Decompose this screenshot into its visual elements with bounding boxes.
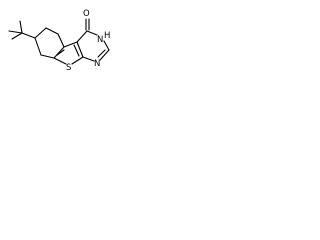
bond-c8a-c4a-inner — [56, 49, 65, 56]
bond-c7-c6 — [34, 27, 47, 39]
bond-c6-c5 — [45, 27, 59, 35]
nh-nitrogen-label: N — [97, 35, 103, 45]
bond-c3a-c9a-outer — [76, 41, 84, 58]
bond-c8a-c8 — [40, 54, 55, 59]
bond-c2-n1-inner — [97, 49, 106, 58]
bond-n1-c9a — [82, 56, 95, 62]
bond-c8-c7 — [34, 37, 42, 56]
molecule-structure-diagram: O N H N S — [8, 9, 110, 73]
bond-n3-c2 — [103, 40, 110, 51]
bond-tbutyl-methyl-top — [11, 32, 23, 40]
bond-s-c8a — [53, 57, 67, 65]
bond-tbutyl-methyl-left — [8, 30, 23, 34]
bond-c3a-c9a-inner — [73, 44, 80, 57]
bond-c2-n1-outer — [99, 49, 110, 61]
bond-c5-c4a — [57, 33, 65, 48]
bond-tbutyl-to-ring — [21, 32, 36, 39]
bond-c9a-s — [71, 56, 84, 65]
sulfur-label: S — [66, 63, 71, 73]
carbonyl-oxygen-label: O — [83, 9, 90, 19]
bond-c4a-c3a — [63, 41, 78, 48]
nh-hydrogen-label: H — [104, 31, 110, 41]
ring-nitrogen-label: N — [94, 59, 100, 69]
bond-c3a-c4 — [76, 30, 88, 43]
bond-c4a-c8a — [53, 46, 65, 59]
bond-tbutyl-methyl-up — [19, 20, 23, 34]
bond-c4-n3 — [86, 30, 98, 36]
